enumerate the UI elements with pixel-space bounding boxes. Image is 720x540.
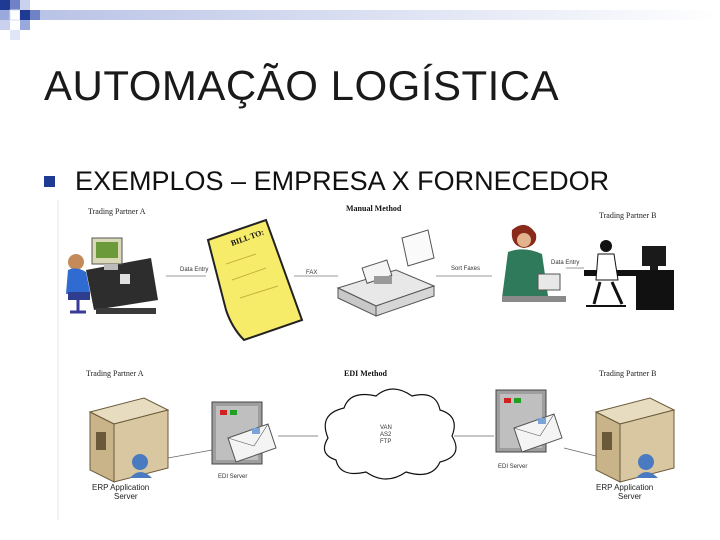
bullet-item: EXEMPLOS – EMPRESA X FORNECEDOR [44, 164, 609, 198]
edi-server-right-label: EDI Server [498, 464, 527, 470]
manual-partner-b-label: Trading Partner B [599, 211, 656, 220]
edi-partner-a-label: Trading Partner A [86, 369, 144, 378]
data-entry-worker-right-icon [584, 240, 674, 310]
arrow-edi-to-erp-right [563, 447, 597, 457]
sort-faxes-label: Sort Faxes [451, 266, 480, 272]
edi-server-left-label: EDI Server [218, 474, 247, 480]
cloud-van-label: VAN [380, 425, 392, 431]
erp-right-label-line2: Server [618, 492, 642, 501]
edi-server-left-icon [211, 401, 277, 465]
slide-title: AUTOMAÇÃO LOGÍSTICA [44, 62, 560, 109]
erp-left-label-line2: Server [114, 492, 138, 501]
bullet-square-icon [44, 175, 55, 187]
header-decoration [0, 0, 720, 40]
erp-left-label-line1: ERP Application [92, 483, 149, 492]
data-entry-left-label: Data Entry [180, 267, 208, 273]
fax-label: FAX [306, 270, 317, 276]
bill-document-icon [206, 218, 304, 342]
fax-machine-icon [336, 229, 436, 317]
data-entry-right-label: Data Entry [551, 260, 579, 266]
network-cloud-icon [323, 388, 457, 480]
manual-method-heading: Manual Method [346, 204, 402, 213]
data-entry-worker-left-icon [66, 237, 158, 314]
edi-partner-b-label: Trading Partner B [599, 369, 656, 378]
erp-server-left-icon [88, 397, 170, 483]
edi-method-heading: EDI Method [344, 369, 387, 378]
bullet-text: EXEMPLOS – EMPRESA X FORNECEDOR [75, 165, 610, 196]
cloud-ftp-label: FTP [380, 439, 391, 445]
edi-comparison-diagram: Trading Partner A Manual Method Trading … [56, 200, 686, 520]
arrow-erp-to-edi-left [167, 449, 213, 459]
erp-server-right-icon [594, 397, 676, 483]
manual-partner-a-label: Trading Partner A [88, 207, 146, 216]
edi-server-right-icon [495, 389, 563, 453]
cloud-as2-label: AS2 [380, 432, 392, 438]
erp-right-label-line1: ERP Application [596, 483, 653, 492]
sorting-worker-icon [502, 224, 566, 302]
